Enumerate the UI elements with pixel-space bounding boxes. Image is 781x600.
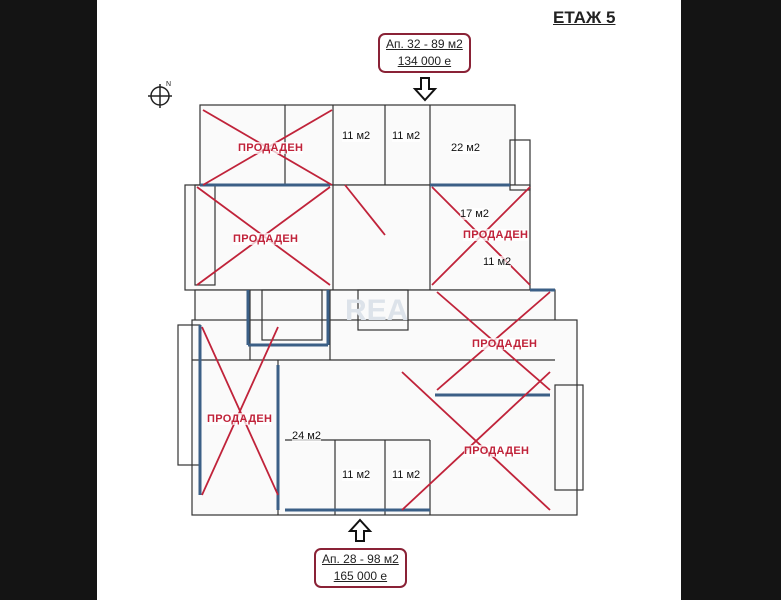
- sold-marker: ПРОДАДЕН: [472, 338, 538, 350]
- apartment-price: 134 000 е: [397, 54, 452, 68]
- sold-marker: ПРОДАДЕН: [463, 229, 529, 241]
- room-area: 22 м2: [451, 142, 480, 154]
- apartment-name: Ап. 32 - 89 м2: [386, 37, 463, 51]
- sold-marker: ПРОДАДЕН: [207, 413, 273, 425]
- svg-text:N: N: [166, 81, 171, 88]
- room-area: 11 м2: [342, 130, 371, 142]
- floor-title: ЕТАЖ 5: [553, 8, 616, 27]
- room-area: 11 м2: [342, 469, 371, 481]
- compass-north-icon: N: [148, 81, 172, 108]
- watermark: REA: [345, 294, 408, 327]
- arrow-down-icon: [412, 77, 438, 102]
- sold-marker: ПРОДАДЕН: [238, 142, 304, 154]
- room-area: 17 м2: [460, 208, 489, 220]
- apartment-price: 165 000 е: [333, 569, 388, 583]
- apartment-28-label[interactable]: Ап. 28 - 98 м2 165 000 е: [314, 548, 407, 588]
- room-area: 24 м2: [292, 430, 321, 442]
- room-area: 11 м2: [392, 469, 421, 481]
- room-area: 11 м2: [392, 130, 421, 142]
- sold-marker: ПРОДАДЕН: [233, 233, 299, 245]
- arrow-up-icon: [347, 518, 373, 542]
- wall-accents: [198, 183, 555, 512]
- sold-marker: ПРОДАДЕН: [464, 445, 530, 457]
- apartment-32-label[interactable]: Ап. 32 - 89 м2 134 000 е: [378, 33, 471, 73]
- room-area: 11 м2: [483, 256, 512, 268]
- apartment-name: Ап. 28 - 98 м2: [322, 552, 399, 566]
